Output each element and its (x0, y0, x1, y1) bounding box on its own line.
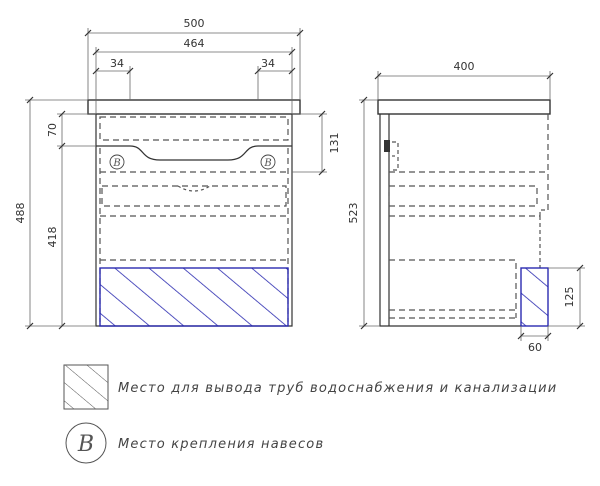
legend-mount: B Место крепления навесов (65, 422, 324, 464)
side-view (377, 99, 551, 327)
side-dimension-lines (359, 71, 585, 341)
dim-pipe-zone-60: 60 (528, 341, 542, 354)
front-top-panel (99, 116, 289, 141)
dim-front-width-500: 500 (184, 17, 205, 30)
side-countertop (377, 99, 551, 115)
svg-text:B: B (263, 158, 271, 169)
dim-front-width-464: 464 (184, 37, 205, 50)
dim-side-height-523: 523 (347, 203, 360, 224)
svg-text:B: B (112, 158, 120, 169)
legend-mount-circle (65, 422, 107, 464)
dim-pipe-zone-125: 125 (563, 287, 576, 308)
mount-marker-right: B (260, 154, 276, 170)
legend-mount-text: Место крепления навесов (118, 437, 324, 452)
legend-mount-symbol: B (77, 432, 94, 457)
legend-pipe-zone: Место для вывода труб водоснабжения и ка… (63, 364, 557, 410)
front-pipe-zone (99, 267, 289, 327)
side-hinge (384, 140, 390, 152)
dim-front-drawer-131: 131 (328, 133, 341, 154)
side-body-outline (379, 114, 521, 327)
side-drawer-box (388, 185, 538, 207)
side-dimension-ticks (360, 72, 584, 340)
dim-front-offset-left: 34 (110, 57, 124, 70)
dim-front-offset-right: 34 (261, 57, 275, 70)
dim-front-total-488: 488 (14, 203, 27, 224)
dim-side-depth-400: 400 (454, 60, 475, 73)
mount-marker-left: B (109, 154, 125, 170)
front-dimension-ticks (26, 29, 326, 330)
dim-front-top-70: 70 (46, 123, 59, 137)
front-countertop (87, 99, 301, 115)
dim-front-lower-418: 418 (46, 227, 59, 248)
front-view (87, 99, 301, 327)
legend-hatch-swatch (63, 364, 109, 410)
front-drawer-box (101, 185, 287, 207)
side-pipe-zone (520, 267, 549, 327)
front-drawer-front (96, 145, 292, 161)
front-dimension-lines (25, 28, 327, 327)
legend-pipe-zone-text: Место для вывода труб водоснабжения и ка… (118, 381, 557, 396)
